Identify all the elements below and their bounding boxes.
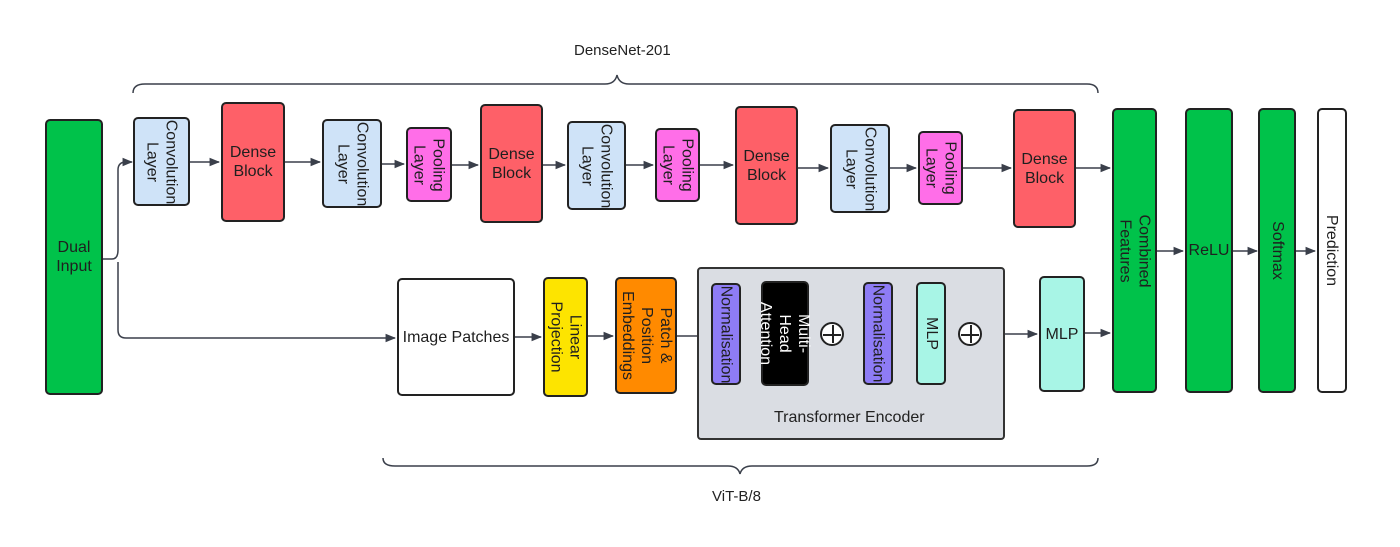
mlp-label: MLP [1045, 325, 1079, 343]
convolution-layer-2: Convolution Layer [322, 119, 382, 208]
softmax-label: Softmax [1268, 221, 1286, 280]
mlp-node: MLP [1039, 276, 1085, 392]
normalisation-node-2: Normalisation [863, 282, 893, 385]
vit-label: ViT-B/8 [712, 488, 761, 505]
transformer-encoder-label: Transformer Encoder [774, 409, 925, 426]
dense-block-4: Dense Block [1013, 109, 1076, 228]
patch-position-embeddings-node: Patch & Position Embeddings [615, 277, 677, 394]
softmax-node: Softmax [1258, 108, 1296, 393]
patch-position-embeddings-label: Patch & Position Embeddings [618, 291, 674, 380]
pooling-layer-2-label: Pooling Layer [659, 138, 696, 192]
vit-brace [382, 457, 1099, 475]
dense-block-1-label: Dense Block [229, 144, 277, 180]
normalisation-1-label: Normalisation [717, 285, 735, 383]
image-patches-node: Image Patches [397, 278, 515, 396]
transformer-encoder: Transformer Encoder [697, 267, 1005, 440]
pooling-layer-1-label: Pooling Layer [411, 137, 447, 192]
pooling-layer-2: Pooling Layer [655, 128, 700, 202]
convolution-layer-4-label: Convolution Layer [842, 126, 878, 211]
multi-head-attention-node: Multi-Head Attention [758, 281, 813, 386]
combined-features-label: Combined Features [1116, 214, 1153, 287]
linear-projection-node: Linear Projection [543, 277, 588, 397]
convolution-layer-3: Convolution Layer [567, 121, 626, 210]
dense-block-2-label: Dense Block [488, 145, 535, 182]
pooling-layer-1: Pooling Layer [406, 127, 452, 202]
add-icon-1 [820, 322, 844, 346]
dual-input-label: Dual Input [56, 239, 92, 275]
convolution-layer-4: Convolution Layer [830, 124, 890, 213]
inner-mlp-node: MLP [916, 282, 946, 385]
densenet-brace [132, 74, 1099, 94]
normalisation-node-1: Normalisation [711, 283, 741, 385]
prediction-label: Prediction [1323, 214, 1341, 287]
normalisation-2-label: Normalisation [869, 284, 887, 383]
pooling-layer-3-label: Pooling Layer [922, 141, 959, 195]
add-icon-2 [958, 322, 982, 346]
combined-features-node: Combined Features [1112, 108, 1157, 393]
dual-input-split [103, 157, 134, 260]
image-patches-label: Image Patches [402, 328, 510, 346]
multi-head-attention-label: Multi-Head Attention [757, 301, 813, 366]
pooling-layer-3: Pooling Layer [918, 131, 963, 205]
dense-block-1: Dense Block [221, 102, 285, 222]
dense-block-4-label: Dense Block [1021, 150, 1068, 187]
convolution-layer-2-label: Convolution Layer [334, 121, 370, 206]
linear-projection-label: Linear Projection [547, 301, 584, 373]
dense-block-3-label: Dense Block [743, 147, 790, 184]
dual-input-node: Dual Input [45, 119, 103, 395]
prediction-node: Prediction [1317, 108, 1347, 393]
relu-label: ReLU [1188, 242, 1230, 259]
relu-node: ReLU [1185, 108, 1233, 393]
dense-block-3: Dense Block [735, 106, 798, 225]
convolution-layer-3-label: Convolution Layer [578, 123, 615, 208]
convolution-layer-1: Convolution Layer [133, 117, 190, 206]
inner-mlp-label: MLP [922, 317, 940, 350]
convolution-layer-1-label: Convolution Layer [143, 119, 180, 204]
dense-block-2: Dense Block [480, 104, 543, 223]
densenet-label: DenseNet-201 [574, 42, 671, 59]
